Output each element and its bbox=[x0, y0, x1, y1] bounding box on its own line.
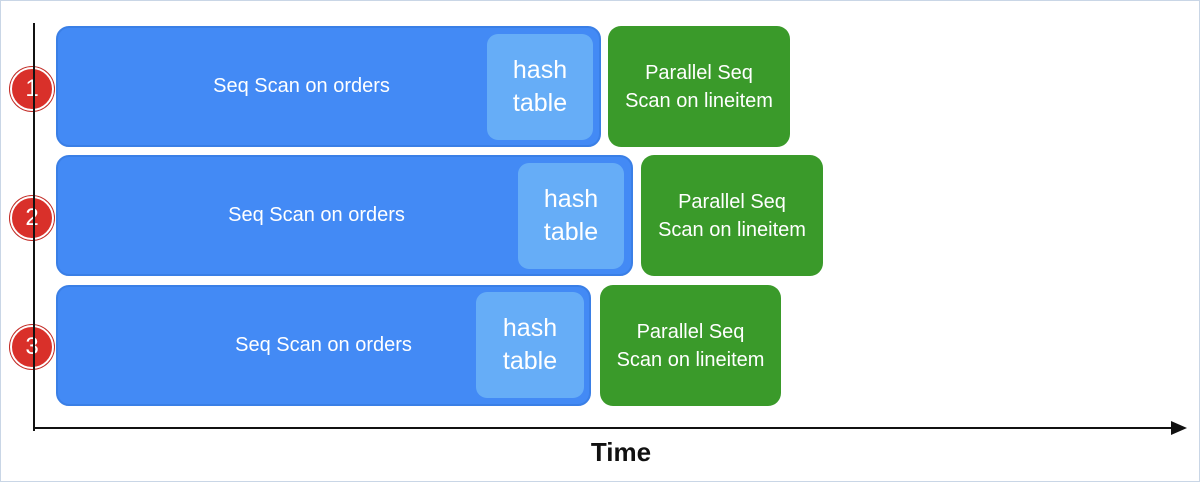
seq-scan-label-3: Seq Scan on orders bbox=[235, 334, 412, 356]
parallel-label-line1-3: Parallel Seq bbox=[636, 320, 745, 343]
parallel-label-line1-2: Parallel Seq bbox=[678, 190, 786, 213]
worker-badge-2: 2 bbox=[10, 196, 54, 240]
seq-scan-label-wrap-3: Seq Scan on orders bbox=[56, 285, 591, 406]
parallel-label-line2-1: Scan on lineitem bbox=[625, 89, 773, 112]
table-label-1: table bbox=[512, 89, 568, 117]
table-label-3: table bbox=[502, 347, 558, 375]
hash-label-2: hash bbox=[543, 185, 599, 213]
hash-label-3: hash bbox=[502, 314, 558, 342]
worker-badge-1: 1 bbox=[10, 67, 54, 111]
table-label-2: table bbox=[543, 218, 599, 246]
hash-table-block-1: hash table bbox=[487, 34, 593, 140]
vertical-axis bbox=[33, 23, 35, 431]
hash-label-1: hash bbox=[512, 56, 568, 84]
parallel-seq-scan-block-3: Parallel Seq Scan on lineitem bbox=[600, 285, 781, 406]
seq-scan-label-1: Seq Scan on orders bbox=[213, 75, 390, 97]
parallel-label-line1-1: Parallel Seq bbox=[645, 61, 753, 84]
seq-scan-label-wrap-1: Seq Scan on orders bbox=[56, 26, 601, 147]
hash-table-block-3: hash table bbox=[476, 292, 584, 398]
hash-table-block-2: hash table bbox=[518, 163, 624, 269]
time-axis-label: Time bbox=[590, 437, 652, 467]
parallel-label-line2-2: Scan on lineitem bbox=[658, 218, 806, 241]
worker-badge-3: 3 bbox=[10, 325, 54, 369]
seq-scan-label-2: Seq Scan on orders bbox=[228, 204, 405, 226]
parallel-seq-scan-block-2: Parallel Seq Scan on lineitem bbox=[641, 155, 823, 276]
parallel-seq-scan-block-1: Parallel Seq Scan on lineitem bbox=[608, 26, 790, 147]
parallel-label-line2-3: Scan on lineitem bbox=[616, 348, 765, 371]
time-axis-arrow-icon bbox=[1171, 421, 1187, 435]
seq-scan-label-wrap-2: Seq Scan on orders bbox=[56, 155, 633, 276]
time-axis bbox=[33, 427, 1171, 429]
